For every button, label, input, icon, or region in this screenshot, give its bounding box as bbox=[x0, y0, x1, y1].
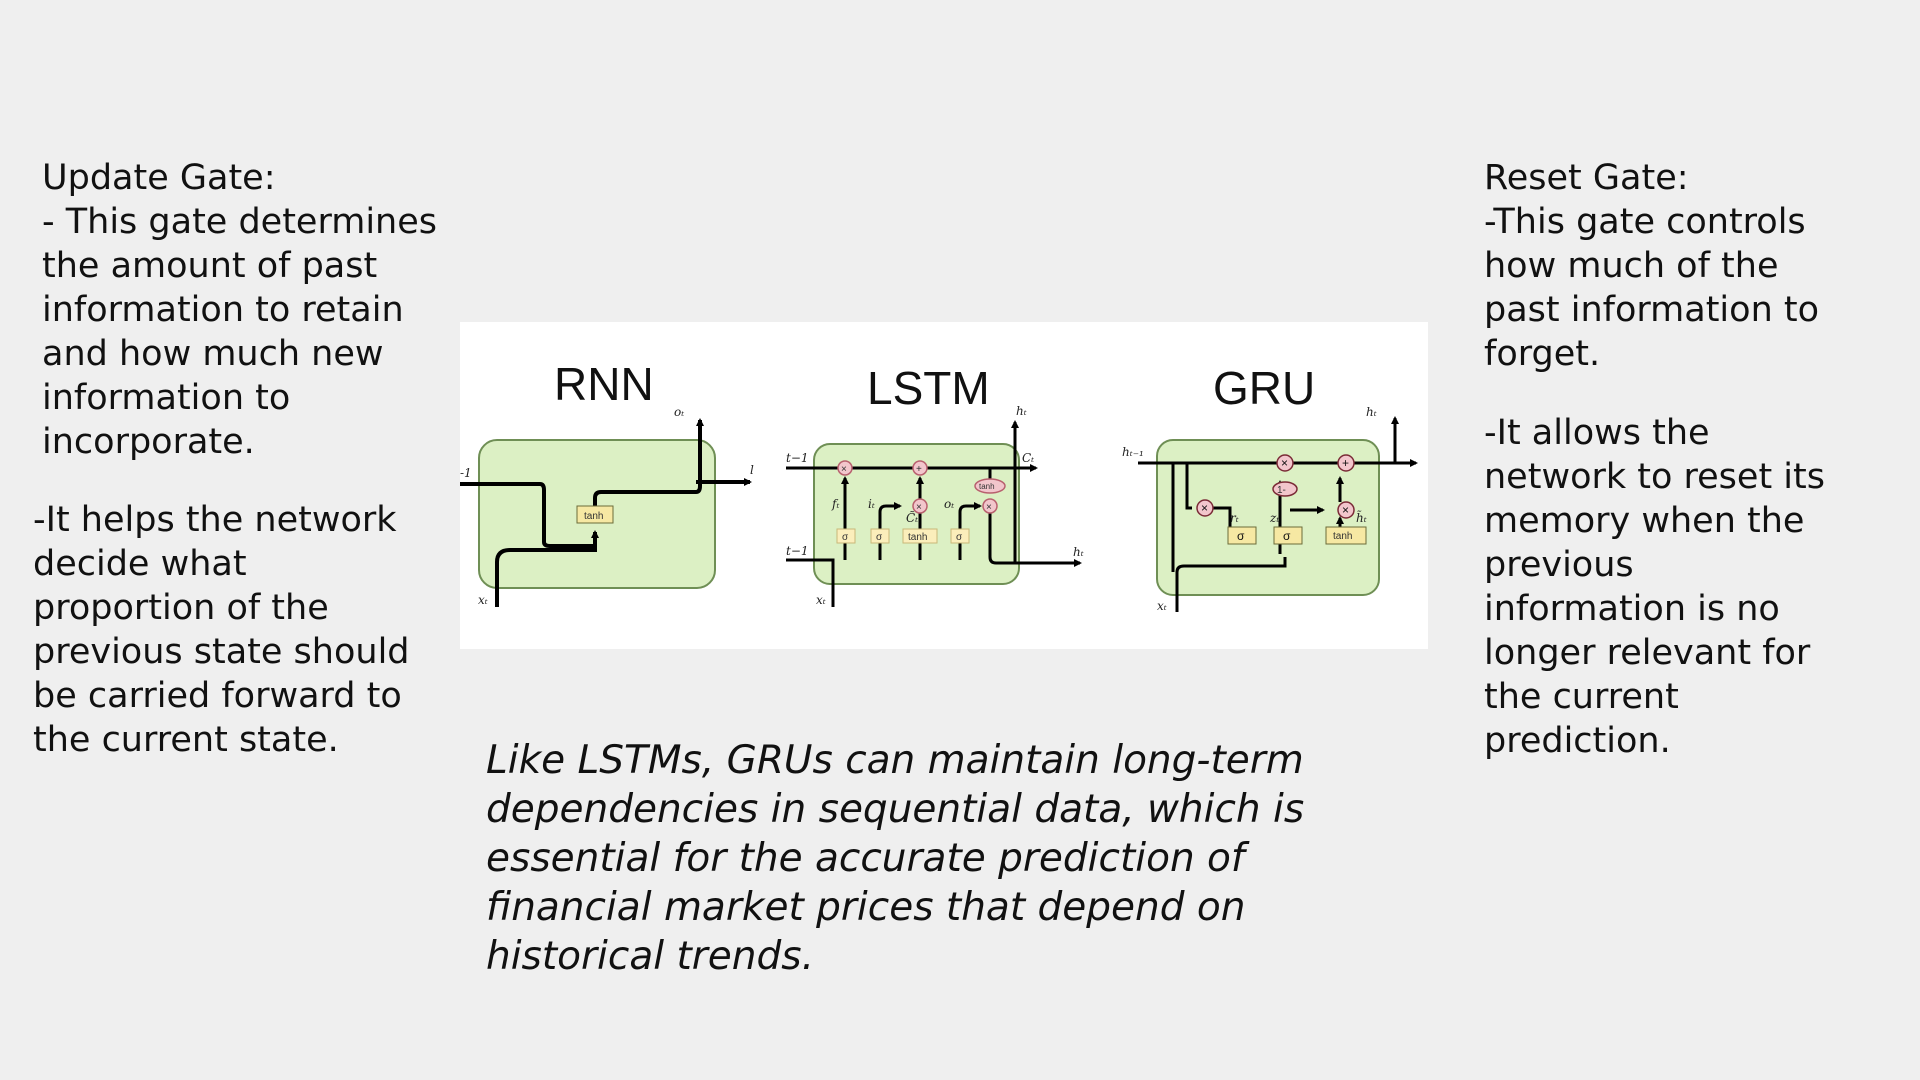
lstm-plus-label: + bbox=[916, 464, 922, 475]
lstm-plus-op bbox=[912, 460, 928, 476]
gru-hidden-out-label: hₜ bbox=[1366, 405, 1377, 419]
reset-gate-heading: Reset Gate: bbox=[1484, 158, 1689, 198]
gru-r-label: rₜ bbox=[1230, 511, 1239, 525]
lstm-forget-mult-op bbox=[837, 460, 853, 476]
lstm-gate-input bbox=[870, 528, 890, 544]
rnn-next-label: l bbox=[750, 463, 754, 477]
update-gate-detail-text: -It helps the network decide what propor… bbox=[33, 500, 410, 760]
reset-gate-description: -This gate controls how much of the past… bbox=[1484, 202, 1820, 374]
gru-cell-box bbox=[1156, 439, 1380, 596]
gru-input-line bbox=[1175, 557, 1287, 612]
lstm-gate-forget bbox=[836, 528, 856, 544]
lstm-cell-out-label: Cₜ bbox=[1022, 451, 1034, 465]
rnn-title: RNN bbox=[554, 358, 654, 410]
gru-top-mult-label: × bbox=[1281, 456, 1288, 470]
lstm-input-label: xₜ bbox=[816, 593, 826, 607]
gru-gate-reset bbox=[1227, 526, 1257, 545]
update-gate-section: Update Gate: - This gate determines the … bbox=[42, 156, 462, 464]
rnn-input-line bbox=[495, 530, 599, 607]
rnn-output-label: oₜ bbox=[674, 405, 684, 419]
lstm-ct-label: C̃ₜ bbox=[906, 510, 918, 525]
lstm-gate-input-label: σ bbox=[876, 532, 883, 543]
gru-plus-label: + bbox=[1342, 456, 1349, 470]
rnn-cell: RNN tanh oₜ xₜ -1 l bbox=[460, 358, 754, 607]
lstm-input-gate-path bbox=[878, 502, 902, 560]
gru-gate-candidate bbox=[1325, 526, 1367, 545]
lstm-output-gate-path bbox=[958, 502, 982, 560]
diagram-svg: RNN tanh oₜ xₜ -1 l LSTM bbox=[460, 358, 1418, 613]
gru-one-minus-op bbox=[1272, 481, 1298, 497]
gru-htilde-label: h̃ₜ bbox=[1356, 509, 1367, 525]
rnn-lstm-gru-diagram: RNN tanh oₜ xₜ -1 l LSTM bbox=[460, 322, 1428, 649]
update-gate-heading: Update Gate: bbox=[42, 158, 276, 198]
update-gate-description: - This gate determines the amount of pas… bbox=[42, 202, 437, 462]
reset-gate-detail: -It allows the network to reset its memo… bbox=[1484, 411, 1904, 763]
lstm-tanh-op-label: tanh bbox=[979, 482, 995, 491]
reset-gate-section: Reset Gate: -This gate controls how much… bbox=[1484, 156, 1904, 376]
lstm-gate-forget-label: σ bbox=[842, 532, 849, 543]
gru-z-label: zₜ bbox=[1269, 511, 1279, 525]
lstm-f-label: fₜ bbox=[831, 497, 839, 511]
gru-gate-update bbox=[1273, 526, 1303, 545]
gru-top-mult-op bbox=[1276, 454, 1294, 472]
gru-candidate-mult-op bbox=[1337, 501, 1355, 519]
lstm-output-mult-op bbox=[982, 498, 998, 514]
lstm-cell: LSTM × + × × tanh σ σ bbox=[786, 362, 1084, 607]
gru-reset-path bbox=[1185, 463, 1192, 510]
gru-reset-mult-op bbox=[1196, 499, 1214, 517]
gru-gate-candidate-label: tanh bbox=[1333, 531, 1352, 542]
lstm-input-mult-op bbox=[912, 498, 928, 514]
gru-hidden-prev-label: hₜ₋₁ bbox=[1122, 445, 1144, 459]
gru-input-label: xₜ bbox=[1157, 599, 1167, 613]
gru-reset-mult-label: × bbox=[1201, 501, 1208, 515]
lstm-hidden-out-label: hₜ bbox=[1073, 545, 1084, 559]
lstm-hidden-top-label: hₜ bbox=[1016, 404, 1027, 418]
lstm-hidden-prev-label: t−1 bbox=[786, 544, 809, 558]
caption-text: Like LSTMs, GRUs can maintain long-term … bbox=[486, 738, 1305, 979]
gru-candidate-mult-label: × bbox=[1342, 503, 1349, 517]
gru-cell: GRU × × + 1- × σ σ bbox=[1122, 362, 1418, 613]
rnn-tanh-label: tanh bbox=[584, 511, 603, 522]
caption: Like LSTMs, GRUs can maintain long-term … bbox=[486, 736, 1386, 981]
lstm-tanh-op bbox=[974, 478, 1006, 494]
rnn-hidden-in-line bbox=[460, 482, 595, 548]
lstm-hidden-out-line bbox=[988, 506, 1082, 567]
lstm-o-label: oₜ bbox=[944, 497, 954, 511]
rnn-output-line bbox=[593, 418, 704, 522]
gru-title: GRU bbox=[1213, 362, 1315, 414]
gru-gate-update-label: σ bbox=[1283, 529, 1291, 543]
lstm-gate-output bbox=[950, 528, 970, 544]
rnn-prev-label: -1 bbox=[460, 466, 472, 480]
lstm-output-mult-label: × bbox=[986, 502, 992, 513]
lstm-cell-box bbox=[813, 443, 1020, 585]
lstm-input-mult-label: × bbox=[916, 502, 922, 513]
lstm-gate-candidate bbox=[902, 528, 938, 544]
rnn-input-label: xₜ bbox=[478, 593, 488, 607]
reset-gate-detail-text: -It allows the network to reset its memo… bbox=[1484, 413, 1825, 761]
lstm-gate-candidate-label: tanh bbox=[908, 532, 927, 543]
rnn-tanh-gate bbox=[576, 505, 614, 524]
update-gate-detail: -It helps the network decide what propor… bbox=[33, 498, 453, 762]
lstm-gate-output-label: σ bbox=[956, 532, 963, 543]
lstm-cell-prev-label: t−1 bbox=[786, 451, 809, 465]
gru-one-minus-label: 1- bbox=[1277, 485, 1286, 496]
lstm-title: LSTM bbox=[867, 362, 990, 414]
lstm-forget-mult-label: × bbox=[841, 464, 847, 475]
gru-gate-reset-label: σ bbox=[1237, 529, 1245, 543]
gru-plus-op bbox=[1337, 454, 1355, 472]
lstm-i-label: iₜ bbox=[868, 497, 875, 511]
